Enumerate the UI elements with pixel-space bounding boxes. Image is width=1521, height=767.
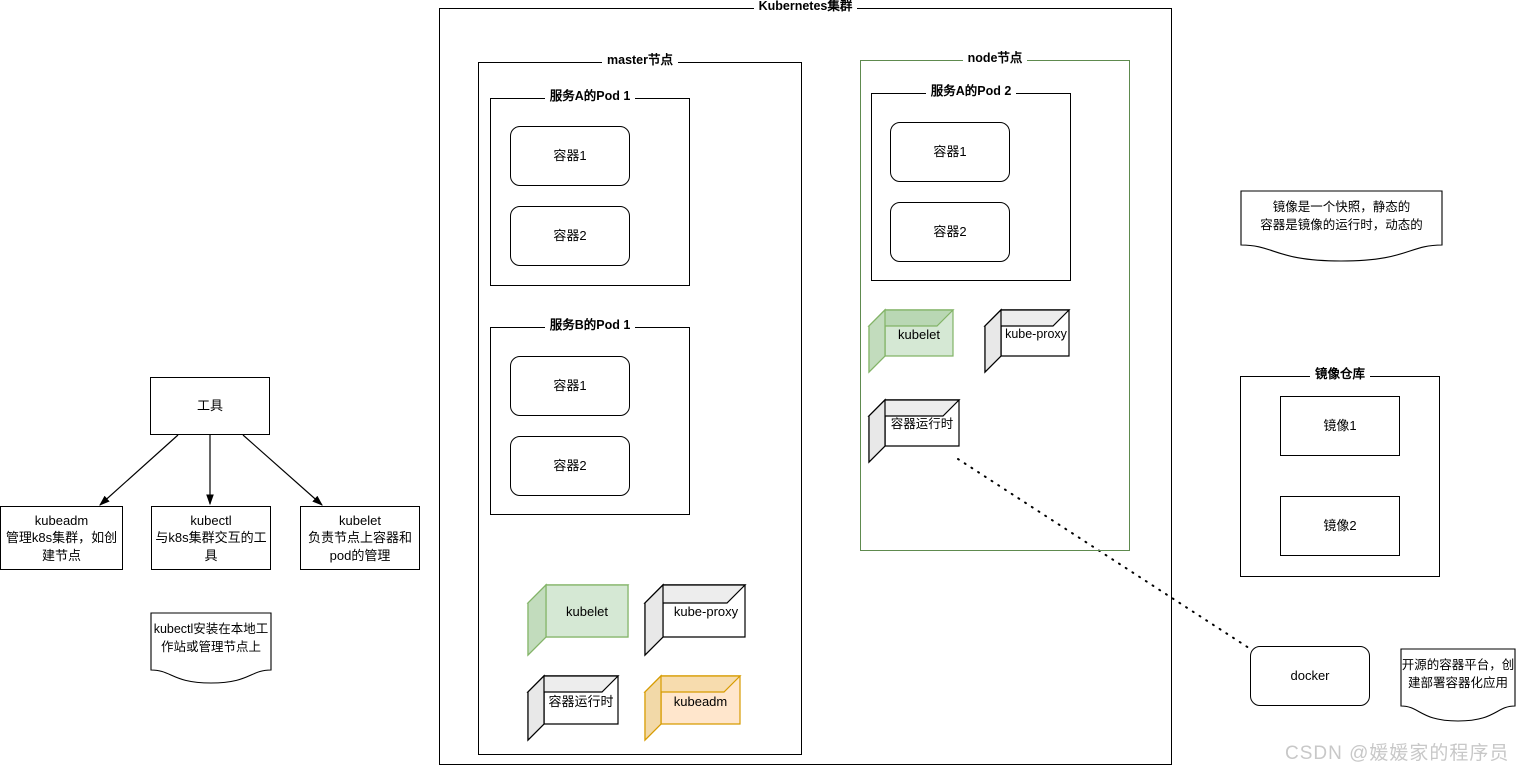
image-box: 镜像2 [1280,496,1400,556]
tool-box-kubectl: kubectl 与k8s集群交互的工具 [151,506,271,570]
container-label: 容器1 [553,148,587,164]
cube-kubeadm-master: kubeadm [643,674,742,742]
tools-root-label: 工具 [196,398,223,414]
tool-box-kubeadm: kubeadm 管理k8s集群，如创建节点 [0,506,123,570]
cube-kubelet-node: kubelet [867,308,955,374]
cube-kube-proxy-node: kube-proxy [983,308,1071,374]
container-box: 容器1 [510,126,630,186]
image-box: 镜像1 [1280,396,1400,456]
csdn-watermark: CSDN @媛媛家的程序员 [1285,743,1510,764]
container-label: 容器2 [553,458,587,474]
tool-desc: 管理k8s集群，如创建节点 [5,530,118,563]
tool-desc: 与k8s集群交互的工具 [155,530,267,563]
container-box: 容器2 [890,202,1010,262]
tools-root-box: 工具 [150,377,270,435]
note-kubectl-install: kubectl安装在本地工 作站或管理节点上 [150,612,272,684]
container-box: 容器2 [510,436,630,496]
docker-box: docker [1250,646,1370,706]
tool-box-kubelet: kubelet 负责节点上容器和pod的管理 [300,506,420,570]
cube-container-runtime-master: 容器运行时 [526,674,620,742]
note-image-vs-container: 镜像是一个快照，静态的 容器是镜像的运行时，动态的 [1240,190,1443,262]
tool-title: kubeadm [34,512,89,528]
note-docker-platform: 开源的容器平台，创 建部署容器化应用 [1400,648,1516,722]
container-label: 容器1 [553,378,587,394]
image-registry-title: 镜像仓库 [1241,367,1439,381]
container-box: 容器1 [890,122,1010,182]
image-label: 镜像2 [1323,518,1357,534]
container-box: 容器2 [510,206,630,266]
tool-title: kubectl [190,512,232,528]
container-label: 容器2 [933,224,967,240]
container-label: 容器2 [553,228,587,244]
docker-label: docker [1290,668,1330,684]
tool-desc: 负责节点上容器和pod的管理 [307,530,412,563]
tool-title: kubelet [339,512,381,528]
image-label: 镜像1 [1323,418,1357,434]
container-box: 容器1 [510,356,630,416]
cube-container-runtime-node: 容器运行时 [867,398,961,464]
cube-kubelet-master: kubelet [526,583,630,657]
container-label: 容器1 [933,144,967,160]
cube-kube-proxy-master: kube-proxy [643,583,747,657]
kubernetes-cluster-title: Kubernetes集群 [440,0,1171,13]
